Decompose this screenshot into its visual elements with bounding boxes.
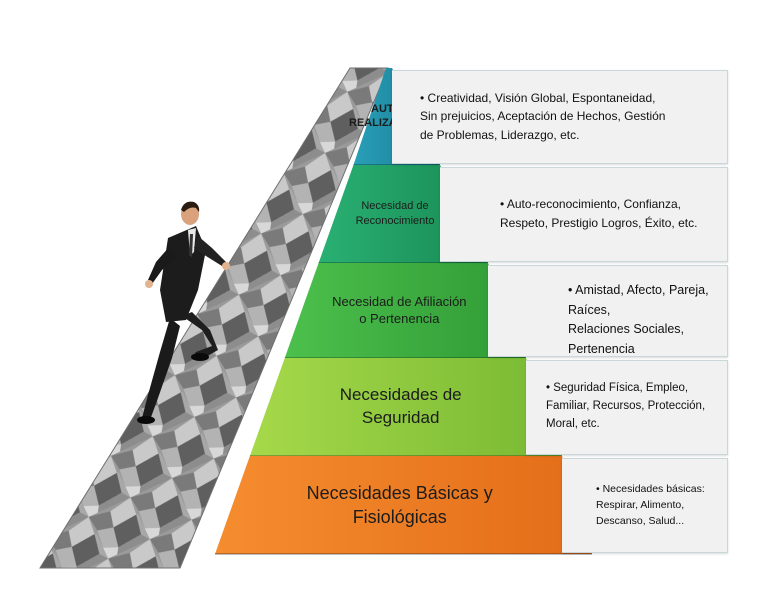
pyramid-tier-4	[249, 358, 563, 456]
description-text: • Creatividad, Visión Global, Espontanei…	[420, 90, 666, 142]
tier-label: Necesidades de Seguridad	[339, 385, 462, 427]
tier-label: Necesidades Básicas y Fisiológicas	[306, 482, 493, 527]
description-box	[440, 167, 728, 262]
description-box	[526, 360, 728, 455]
description-box	[488, 265, 728, 357]
pyramid-tier-5	[215, 456, 592, 554]
stone-ramp	[40, 68, 388, 568]
description-text: • Auto-reconocimiento, Confianza, Respet…	[500, 197, 698, 230]
description-box	[392, 70, 728, 164]
description-text: • Necesidades básicas: Respirar, Aliment…	[596, 482, 705, 528]
tier-label: Necesidad de Reconocimiento	[355, 200, 435, 227]
description-text: • Seguridad Física, Empleo, Familiar, Re…	[546, 382, 706, 430]
tier-label: Necesidad de Afiliación o Pertenencia	[332, 293, 467, 327]
businessman-climbing-figure	[137, 201, 230, 424]
description-box	[562, 458, 728, 553]
pyramid-tier-3	[284, 263, 526, 358]
